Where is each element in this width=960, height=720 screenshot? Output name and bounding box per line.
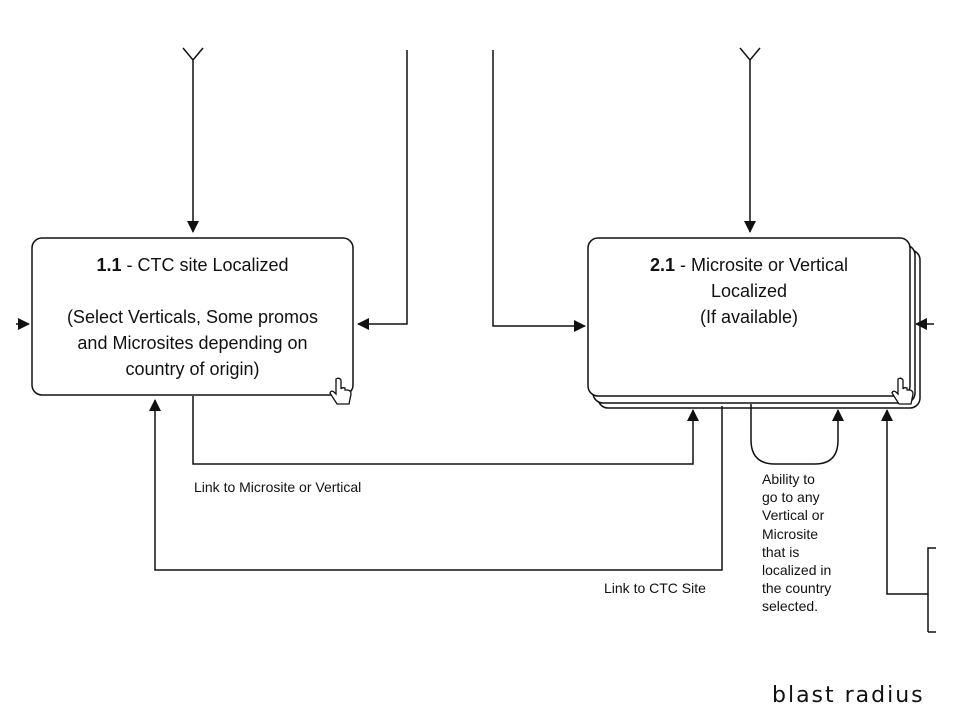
note-line: go to any [762,489,820,506]
connector-into-box-1-1-right [357,50,408,330]
box-2-1-detail-line: Localized [710,281,788,301]
note-line: Microsite [762,525,819,542]
incoming-arrow-box-2-1 [739,47,761,233]
note-line: Ability to [762,471,815,487]
connector-self-loop [750,404,844,465]
note-line: selected. [762,598,819,615]
incoming-arrow-box-1-1 [182,47,204,233]
hand-pointer-icon [891,377,914,405]
connector-bottom-right [881,409,936,595]
connector-link-microsite [192,396,699,465]
box-1-1[interactable] [31,237,354,396]
box-1-1-heading: 1.1 - CTC site Localized [96,255,289,275]
box-1-1-detail-line: (Select Verticals, Some promos [66,307,319,327]
ability-note: Ability to go to any Vertical or Microsi… [762,470,831,616]
box-2-1-detail-line: (If available) [699,307,799,327]
note-line: that is [762,543,800,560]
box-1-1-detail-line: and Microsites depending on [77,333,308,353]
blast-radius-logo: blast radius [772,683,925,708]
box-2-1[interactable] [587,237,911,397]
box-2-1-heading: 2.1 - Microsite or Vertical [649,255,849,275]
note-line: the country [762,580,832,597]
link-microsite-label: Link to Microsite or Vertical [194,479,362,495]
link-ctc-label: Link to CTC Site [604,580,706,596]
note-line: Vertical or [762,507,825,524]
hand-pointer-icon [329,377,352,405]
box-2-1-text: 2.1 - Microsite or Vertical Localized (I… [588,252,910,330]
connector-into-box-2-1-left [492,50,586,332]
box-1-1-text: 1.1 - CTC site Localized (Select Vertica… [32,252,353,382]
note-line: localized in [762,562,832,579]
box-1-1-detail-line: country of origin) [125,359,260,379]
connector-link-ctc [149,399,723,571]
